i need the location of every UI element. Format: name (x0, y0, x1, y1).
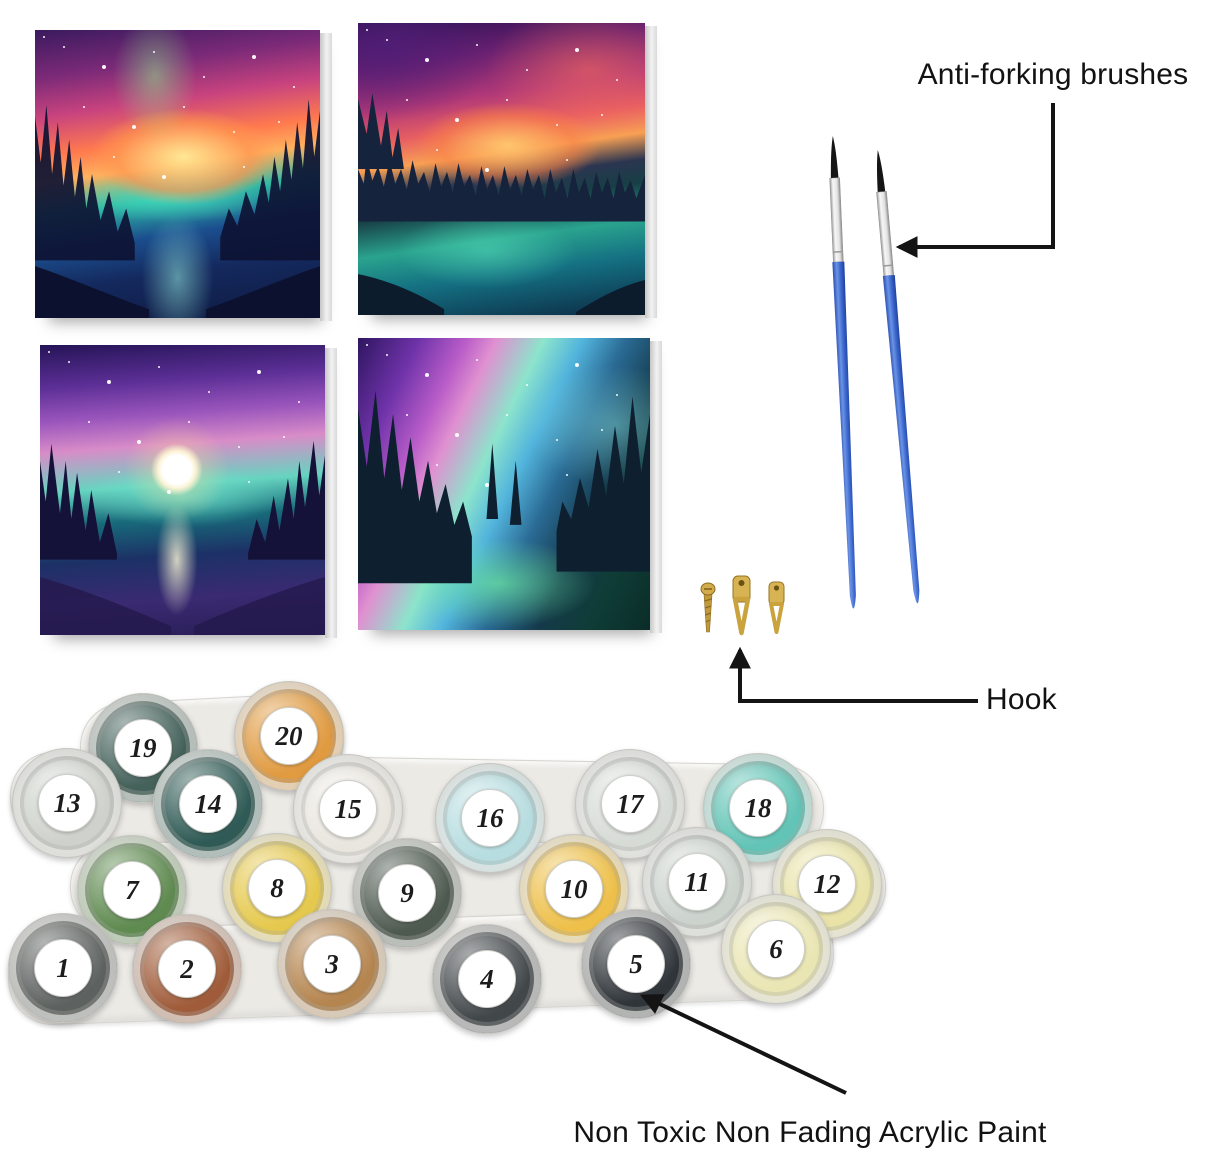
paint-pot-7: 7 (77, 835, 187, 945)
paint-pot-number: 14 (179, 775, 237, 833)
paint-pot-number: 18 (729, 779, 787, 837)
paint-pot-number: 11 (668, 853, 726, 911)
paint-pot-14: 14 (153, 749, 263, 859)
paint-pot-number: 6 (747, 920, 805, 978)
moonlit-purple-lake-artwork (40, 345, 325, 635)
paint-pot-number: 10 (545, 860, 603, 918)
acrylic-paint-label: Non Toxic Non Fading Acrylic Paint (573, 1116, 1047, 1149)
paint-pot-number: 5 (607, 935, 665, 993)
tree-silhouettes (40, 440, 325, 635)
paint-pot-3: 3 (277, 909, 387, 1019)
paint-pot-number: 2 (158, 940, 216, 998)
paint-pot-number: 3 (303, 935, 361, 993)
painting-canvas-2 (358, 23, 657, 318)
paint-pot-number: 20 (260, 707, 318, 765)
paint-pot-12: 12 (772, 829, 882, 939)
paint-pot-4: 4 (432, 924, 542, 1034)
paint-pot-number: 15 (319, 780, 377, 838)
aurora-mountain-river-artwork (35, 30, 320, 318)
paint-pot-number: 17 (601, 775, 659, 833)
paint-pot-10: 10 (519, 834, 629, 944)
paint-pot-1: 1 (8, 913, 118, 1023)
tree-silhouettes (358, 390, 650, 584)
painting-canvas-4 (358, 338, 662, 633)
paint-pot-number: 1 (34, 939, 92, 997)
paint-pot-number: 4 (458, 950, 516, 1008)
paint-pot-number: 9 (378, 864, 436, 922)
paint-pot-6: 6 (721, 894, 831, 1004)
paint-pot-number: 12 (798, 855, 856, 913)
paint-pot-number: 7 (103, 861, 161, 919)
painting-canvas-1 (35, 30, 332, 321)
painting-canvas-3 (40, 345, 337, 638)
hook-label: Hook (986, 683, 1057, 716)
tree-silhouettes (358, 93, 645, 315)
starry-sunset-lake-artwork (358, 23, 645, 315)
paint-pot-number: 13 (38, 774, 96, 832)
stars-overlay (366, 344, 368, 346)
stars-overlay (43, 36, 45, 38)
paint-pot-2: 2 (132, 914, 242, 1024)
aurora-forest-lake-artwork (358, 338, 650, 630)
tree-silhouettes (35, 99, 320, 318)
stars-overlay (48, 351, 50, 353)
paint-pot-13: 13 (12, 748, 122, 858)
paint-pot-number: 8 (248, 859, 306, 917)
paint-pot-5: 5 (581, 909, 691, 1019)
paint-pot-16: 16 (435, 763, 545, 873)
paint-pot-number: 19 (114, 719, 172, 777)
anti-forking-brushes-label: Anti-forking brushes (917, 58, 1189, 91)
paint-pot-number: 16 (461, 789, 519, 847)
stars-overlay (366, 29, 368, 31)
